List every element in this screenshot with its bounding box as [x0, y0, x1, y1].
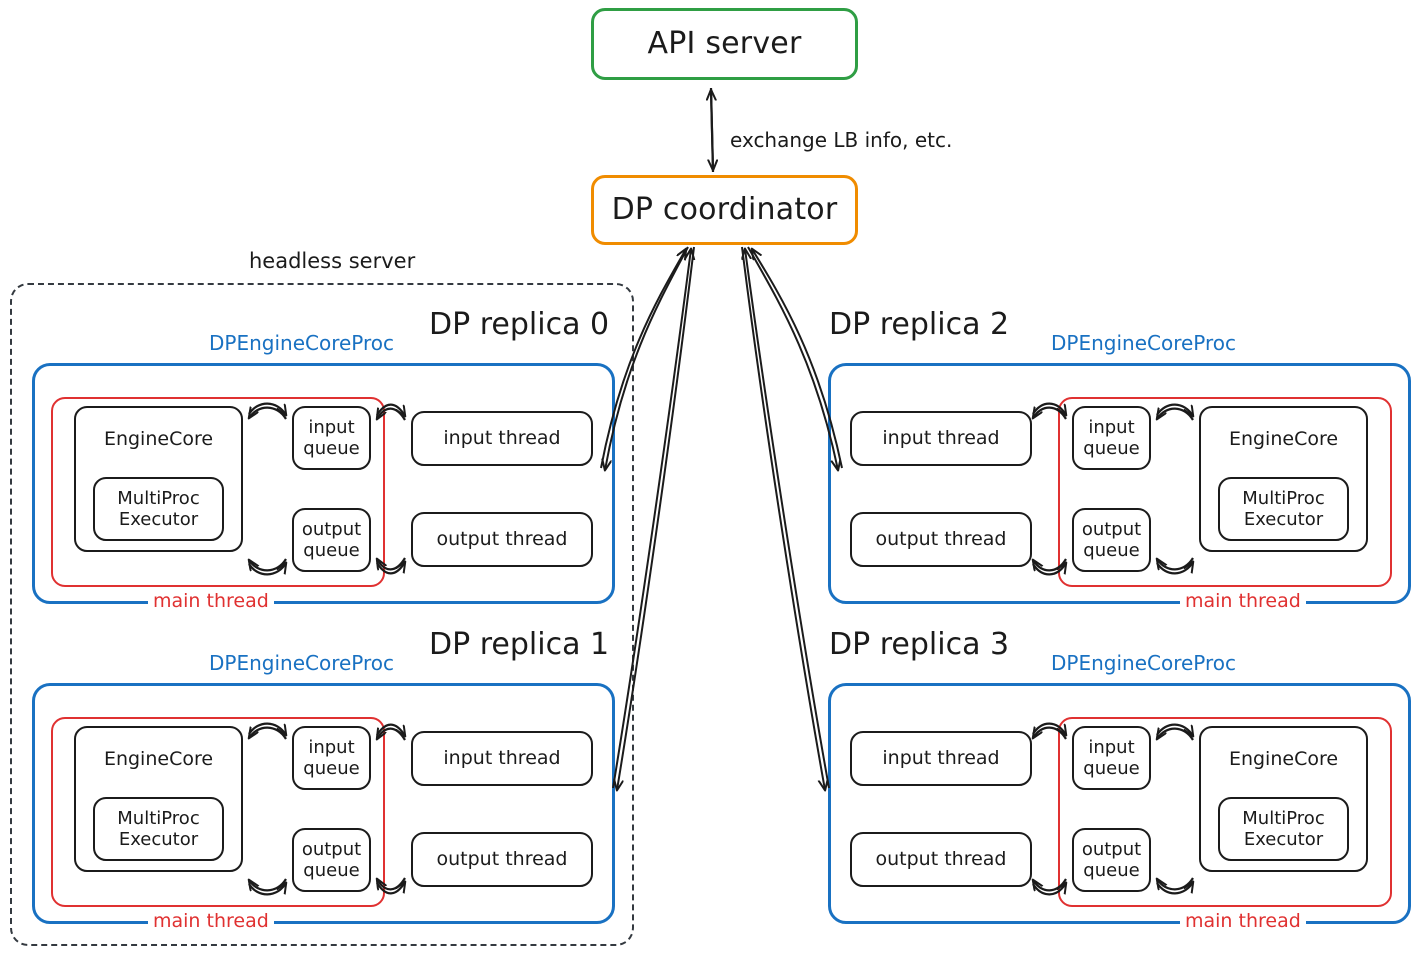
- replica-0-output-thread[interactable]: output thread: [411, 512, 593, 567]
- replica-2-input-thread[interactable]: input thread: [850, 411, 1032, 466]
- edge-label-exchange-lb-info: exchange LB info, etc.: [730, 128, 953, 152]
- replica-0-title: DP replica 0: [429, 307, 610, 342]
- replica-3-proc-box: [828, 683, 1411, 924]
- replica-2-main-thread-box: [1058, 397, 1392, 587]
- replica-3-output-thread[interactable]: output thread: [850, 832, 1032, 887]
- node-dp-coordinator-label: DP coordinator: [611, 192, 838, 228]
- replica-3-main-thread-label: main thread: [1180, 910, 1306, 932]
- replica-0-main-thread-box: [51, 397, 385, 587]
- replica-2-output-thread[interactable]: output thread: [850, 512, 1032, 567]
- arrow-coordinator-replica-3: [742, 246, 830, 790]
- replica-1-output-queue[interactable]: output queue: [292, 828, 371, 892]
- replica-3-output-queue[interactable]: output queue: [1072, 828, 1151, 892]
- replica-1-main-thread-box: [51, 717, 385, 907]
- replica-3-multiproc-executor[interactable]: MultiProc Executor: [1218, 797, 1349, 861]
- replica-1-proc-box: [32, 683, 615, 924]
- replica-1-input-thread[interactable]: input thread: [411, 731, 593, 786]
- replica-2-multiproc-executor[interactable]: MultiProc Executor: [1218, 477, 1349, 541]
- replica-3-proc-label: DPEngineCoreProc: [1051, 651, 1237, 675]
- replica-1-output-thread[interactable]: output thread: [411, 832, 593, 887]
- replica-3-main-thread-box: [1058, 717, 1392, 907]
- replica-0-main-thread-label: main thread: [148, 590, 274, 612]
- replica-3-input-queue[interactable]: input queue: [1072, 726, 1151, 790]
- replica-0-engine-core-label: EngineCore: [103, 428, 214, 450]
- replica-2-proc-label: DPEngineCoreProc: [1051, 331, 1237, 355]
- replica-1-multiproc-executor[interactable]: MultiProc Executor: [93, 797, 224, 861]
- replica-1-input-queue[interactable]: input queue: [292, 726, 371, 790]
- group-headless-server-label: headless server: [249, 249, 416, 273]
- replica-0-input-thread[interactable]: input thread: [411, 411, 593, 466]
- replica-0-proc-label: DPEngineCoreProc: [209, 331, 395, 355]
- replica-3-title: DP replica 3: [829, 627, 1010, 662]
- replica-1-proc-label: DPEngineCoreProc: [209, 651, 395, 675]
- replica-2-main-thread-label: main thread: [1180, 590, 1306, 612]
- replica-1-main-thread-label: main thread: [148, 910, 274, 932]
- replica-0-output-queue[interactable]: output queue: [292, 508, 371, 572]
- node-dp-coordinator[interactable]: DP coordinator: [591, 175, 858, 245]
- node-api-server-label: API server: [647, 26, 802, 62]
- replica-3-input-thread[interactable]: input thread: [850, 731, 1032, 786]
- replica-0-input-queue[interactable]: input queue: [292, 406, 371, 470]
- replica-0-multiproc-executor[interactable]: MultiProc Executor: [93, 477, 224, 541]
- replica-2-title: DP replica 2: [829, 307, 1010, 342]
- replica-1-title: DP replica 1: [429, 627, 610, 662]
- node-api-server[interactable]: API server: [591, 8, 858, 80]
- arrow-coordinator-api-server: [711, 87, 713, 173]
- replica-2-input-queue[interactable]: input queue: [1072, 406, 1151, 470]
- replica-2-output-queue[interactable]: output queue: [1072, 508, 1151, 572]
